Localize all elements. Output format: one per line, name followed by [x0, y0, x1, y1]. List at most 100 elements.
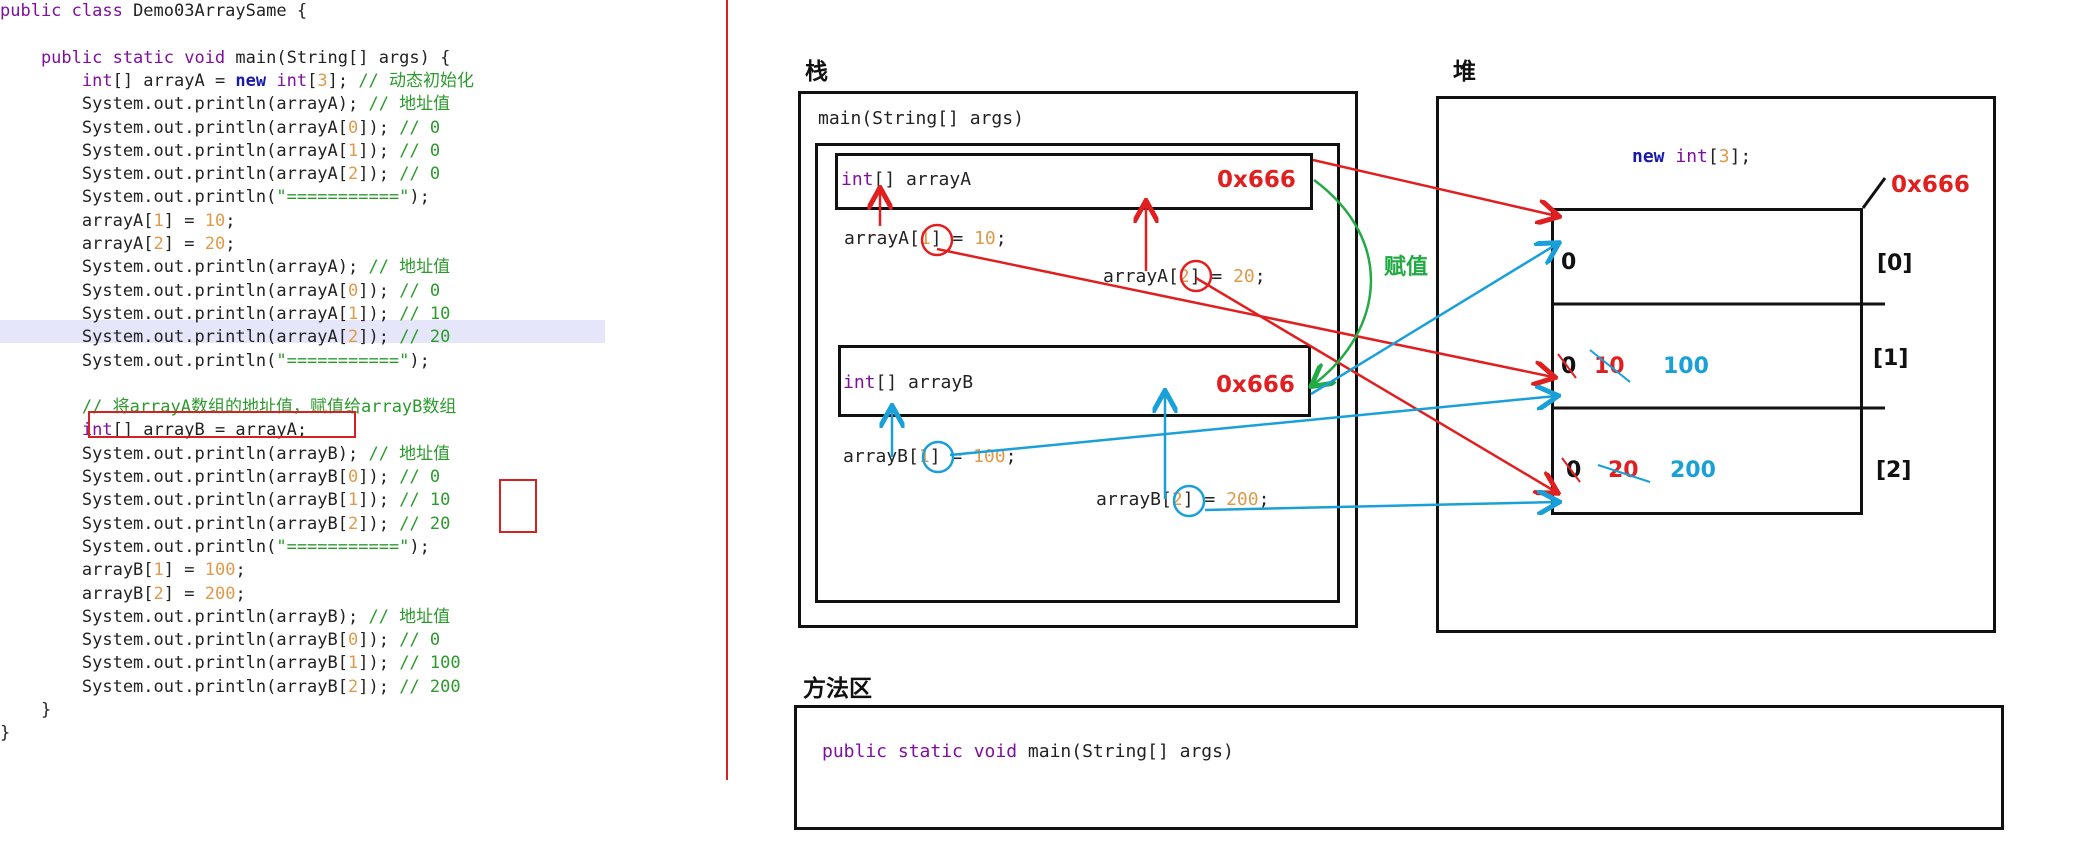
circle-arrayA-index2 [1179, 259, 1213, 293]
arrow-arrayB1-to-cell1 [949, 396, 1556, 457]
code-token: arrayA[ [0, 210, 154, 231]
code-token: ] = [163, 234, 205, 254]
code-token: ; [235, 560, 246, 581]
code-token: 2 [153, 234, 164, 254]
code-token: ]); [358, 327, 400, 348]
code-token: arrayA[ [0, 234, 154, 254]
code-token: System.out.println(arrayA[ [0, 140, 348, 161]
arrow-arrayB2-to-cell2 [1204, 502, 1557, 510]
code-token: ]; [327, 70, 359, 91]
arrow-arrayA-to-heap [1312, 158, 1557, 216]
heap-address-pointer [1861, 177, 1887, 209]
code-token: // 地址值 [368, 606, 451, 627]
code-line: System.out.println("==========="); [0, 350, 430, 373]
current-line-highlight [0, 320, 605, 343]
code-token: 2 [153, 583, 164, 604]
code-token: System.out.println(arrayB[ [0, 513, 348, 534]
code-token: 1 [348, 653, 359, 674]
code-token: Demo03ArraySame { [133, 1, 308, 21]
stmt-text: ] = [929, 446, 974, 467]
code-token: // 0 [399, 117, 441, 138]
stmt-index: 2 [1178, 266, 1190, 287]
main-frame-label: main(String[] args) [818, 108, 1024, 129]
code-editor: public class Demo03ArraySame { public st… [0, 0, 720, 858]
stmt-semicolon: ; [1254, 266, 1266, 287]
stmt-arrayA-2: arrayA[2] = 20; [1103, 266, 1266, 287]
arrayA-declaration: int[] arrayA [841, 169, 971, 190]
code-token: 1 [153, 210, 164, 231]
stmt-text: ] = [930, 228, 975, 249]
code-token: 20 [204, 234, 226, 254]
code-token: public static void [0, 47, 236, 68]
code-line: System.out.println("==========="); [0, 186, 430, 209]
code-line: System.out.println(arrayB); // 地址值 [0, 443, 450, 466]
stmt-arrayB-2: arrayB[2] = 200; [1096, 489, 1269, 510]
code-token: // 0 [399, 467, 441, 487]
code-token: arrayB[ [0, 560, 154, 581]
code-token: System.out.println(arrayA[ [0, 327, 348, 348]
arrow-arrayA1-to-cell1 [936, 247, 1553, 377]
arrow-arrayA2-to-cell2 [1195, 276, 1556, 492]
cell1-value-b: 100 [1663, 354, 1709, 379]
code-token: ]); [358, 513, 400, 534]
code-token: 2 [348, 164, 359, 185]
code-token: // 地址值 [368, 257, 451, 278]
code-token: 1 [153, 560, 164, 581]
code-token: ); [409, 536, 430, 557]
stmt-arrayA-1: arrayA[1] = 10; [844, 228, 1007, 249]
stmt-semicolon: ; [995, 228, 1007, 249]
code-token: int [0, 70, 113, 91]
modifier-keywords: public static void [822, 741, 1028, 762]
code-token: // 10 [399, 303, 451, 324]
int-keyword: int [843, 372, 876, 393]
strike-cell2-after-a [1597, 464, 1651, 483]
code-line: System.out.println(arrayA[2]); // 20 [0, 326, 451, 349]
heap-address: 0x666 [1891, 172, 1970, 198]
code-token: // 0 [399, 280, 441, 301]
code-line: arrayB[1] = 100; [0, 559, 246, 582]
code-token: System.out.println(arrayB[ [0, 676, 348, 697]
code-token: // 地址值 [368, 94, 451, 115]
code-line: System.out.println(arrayA[0]); // 0 [0, 117, 440, 140]
code-token: // 20 [399, 327, 451, 348]
code-line: System.out.println(arrayA); // 地址值 [0, 256, 450, 279]
code-token: // 地址值 [368, 443, 451, 464]
arrayA-address: 0x666 [1217, 167, 1296, 193]
code-token: // 动态初始化 [358, 70, 475, 91]
code-token: ]); [358, 467, 400, 487]
code-token: // 0 [399, 630, 441, 651]
code-token: [] arrayB = arrayA; [112, 420, 308, 441]
code-line: System.out.println(arrayB[1]); // 10 [0, 489, 451, 512]
code-token: ] = [163, 210, 205, 231]
code-token: ]); [358, 303, 400, 324]
arrow-arrayB-to-heap [1310, 244, 1557, 396]
stmt-index: 2 [1171, 489, 1183, 510]
code-token: System.out.println(arrayB[ [0, 467, 348, 487]
code-token: System.out.println(arrayA[ [0, 303, 348, 324]
code-token: ]); [358, 676, 400, 697]
code-token: arrayB[ [0, 583, 154, 604]
stmt-value: 20 [1233, 266, 1255, 287]
method-area-signature: public static void main(String[] args) [822, 741, 1234, 762]
code-token: [ [307, 70, 318, 91]
stmt-text: ] = [1189, 266, 1234, 287]
stmt-semicolon: ; [1005, 446, 1017, 467]
code-token: ; [225, 210, 236, 231]
circle-arrayB-index2 [1172, 484, 1206, 518]
stmt-text: ] = [1182, 489, 1227, 510]
stmt-index: 1 [919, 228, 931, 249]
bracket: [ [1707, 146, 1719, 167]
highlight-box-arrayB-decl [88, 411, 356, 438]
stack-label: 栈 [805, 59, 828, 85]
cell2-value-b: 200 [1670, 458, 1716, 483]
code-token: ; [235, 583, 246, 604]
arrow-assign-arrayA-to-arrayB [1313, 178, 1373, 385]
code-line: System.out.println(arrayB[0]); // 0 [0, 629, 440, 652]
code-token: 3 [317, 70, 328, 91]
code-token: System.out.println( [0, 187, 277, 208]
code-token: System.out.println(arrayB[ [0, 490, 348, 511]
code-token: ] = [163, 583, 205, 604]
stack-box [798, 91, 1358, 628]
code-line: arrayB[2] = 200; [0, 583, 246, 606]
code-token: 2 [348, 676, 359, 697]
